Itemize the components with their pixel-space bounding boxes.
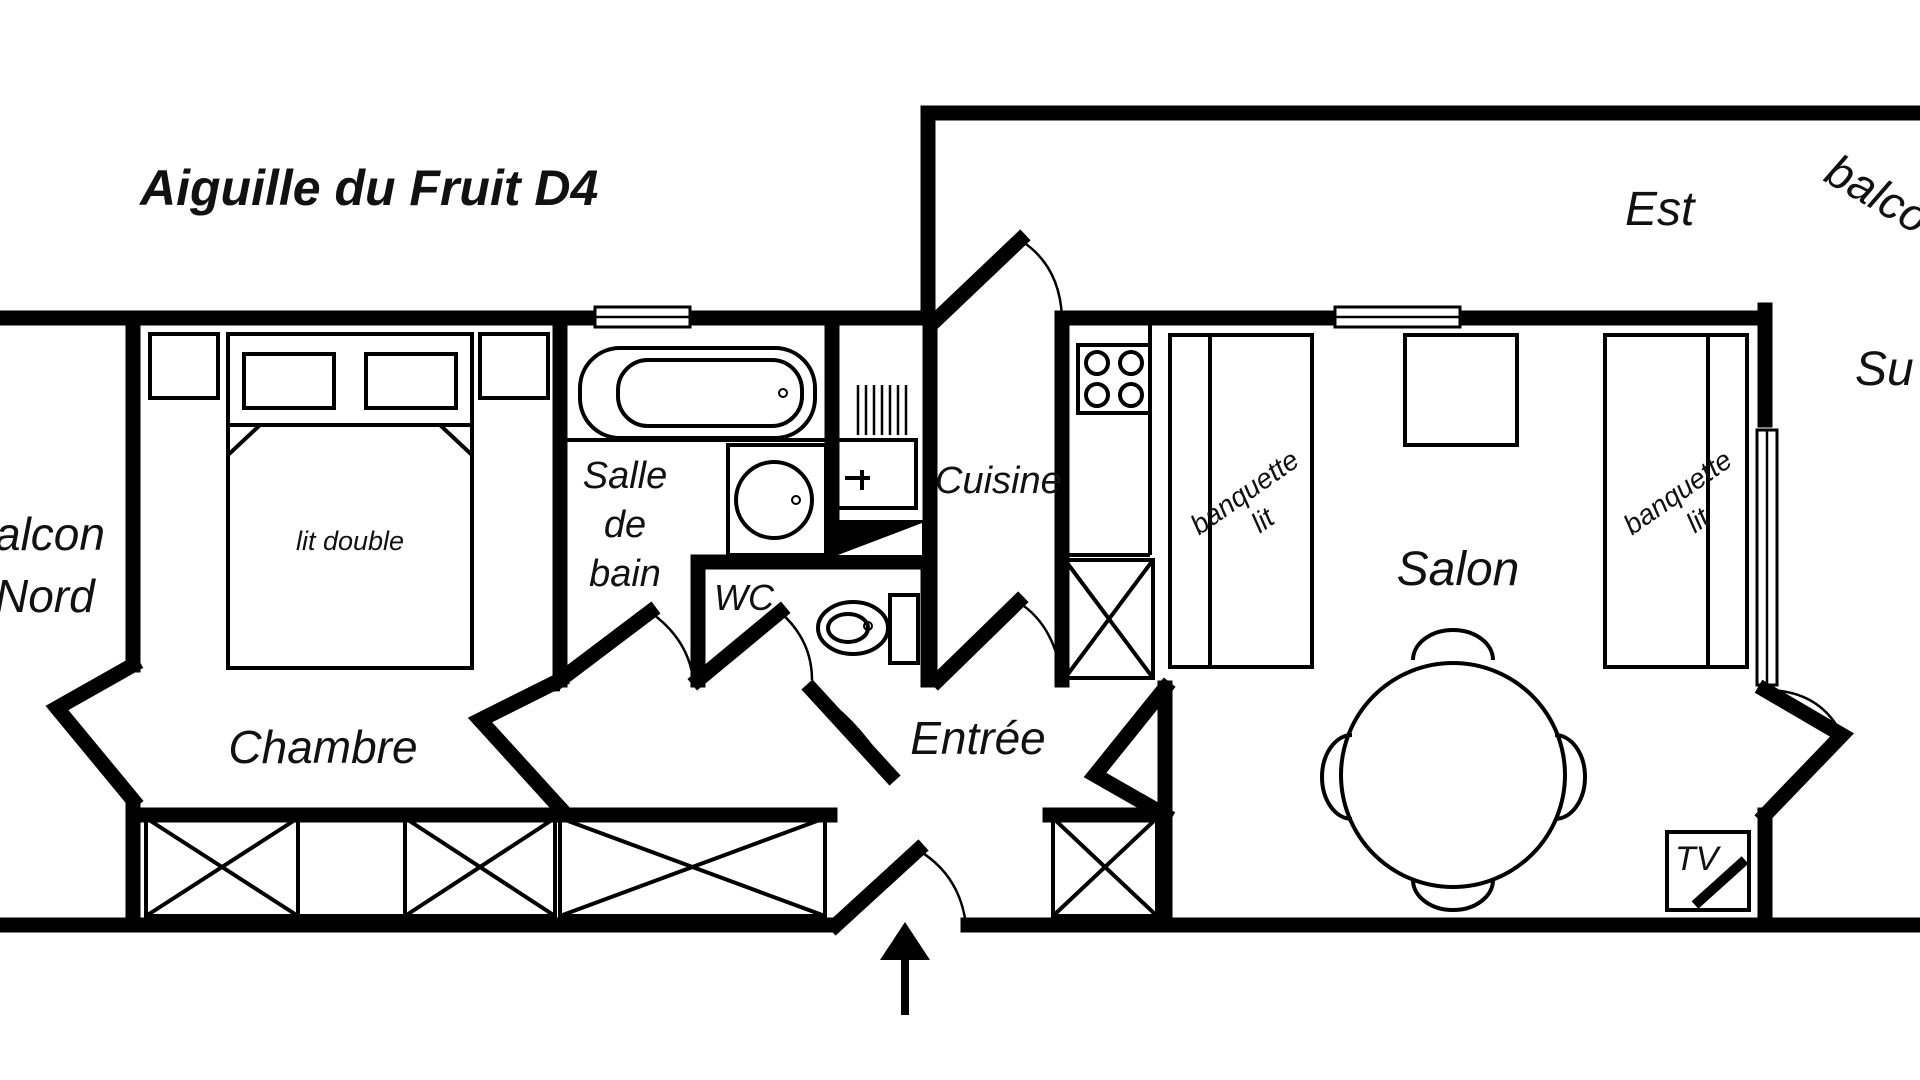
plan-title: Aiguille du Fruit D4 xyxy=(138,160,598,216)
room-label-salle-de-bain-1: Salle xyxy=(583,455,668,497)
doors xyxy=(45,229,1855,936)
balcony-north xyxy=(0,310,133,933)
window-bathroom xyxy=(593,305,692,329)
sofa-bed-right: banquette lit xyxy=(1603,333,1749,669)
dining-table xyxy=(1320,628,1587,912)
kitchen-sink xyxy=(834,385,918,510)
kitchen-storage xyxy=(1063,558,1155,680)
salon-cabinet xyxy=(1403,333,1519,447)
window-east xyxy=(1755,428,1779,687)
stove xyxy=(1076,343,1152,415)
sink xyxy=(726,443,828,557)
window-salon xyxy=(1333,305,1462,329)
balcony-label-balcon: balco xyxy=(1817,144,1920,244)
sofa-bed-left-label-1: banquette xyxy=(1185,444,1305,541)
tv-unit: TV xyxy=(1665,830,1751,912)
exterior-walls xyxy=(112,302,1920,933)
closet-chambre-1 xyxy=(144,816,300,918)
balcony-label-nord-2: Nord xyxy=(0,570,96,622)
entrance-arrow xyxy=(880,922,930,1015)
balcony-label-nord-1: alcon xyxy=(0,508,105,560)
closet-chambre-2 xyxy=(403,816,557,918)
closet-entree xyxy=(1051,816,1159,918)
bathtub xyxy=(578,346,817,440)
toilet xyxy=(816,593,920,665)
room-label-wc: WC xyxy=(714,577,775,618)
balcony-label-est: Est xyxy=(1625,183,1696,236)
sofa-bed-right-label-1: banquette xyxy=(1618,444,1738,541)
room-label-salle-de-bain-2: de xyxy=(604,504,646,546)
closet-hall xyxy=(558,816,827,918)
room-label-cuisine: Cuisine xyxy=(935,460,1062,502)
interior-walls xyxy=(125,310,1173,933)
balcony-label-sud: Su xyxy=(1855,343,1914,396)
bed-label: lit double xyxy=(296,526,404,556)
room-label-salle-de-bain-3: bain xyxy=(589,553,661,595)
sofa-bed-right-label-2: lit xyxy=(1680,501,1715,539)
balcony-east xyxy=(920,105,1920,318)
room-label-salon: Salon xyxy=(1397,543,1520,596)
room-label-chambre: Chambre xyxy=(228,721,417,773)
tv-label: TV xyxy=(1675,840,1722,878)
sofa-bed-left: banquette lit xyxy=(1168,333,1314,669)
bed-double: lit double xyxy=(148,332,550,670)
room-label-entree: Entrée xyxy=(910,712,1046,764)
